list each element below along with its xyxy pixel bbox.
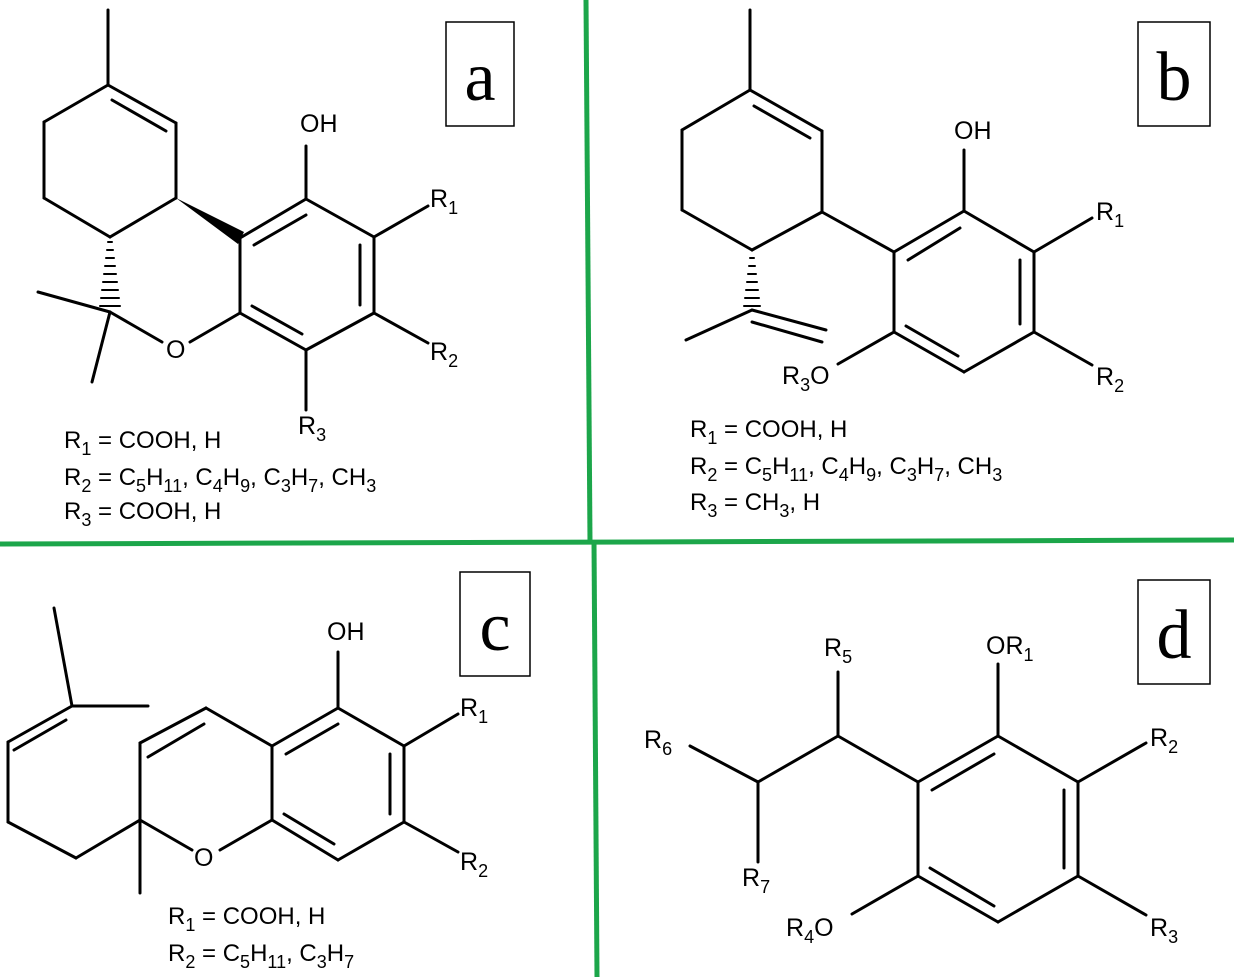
panel-a-structure	[36, 8, 430, 412]
panel-a-r1-label: R1	[430, 185, 458, 218]
panel-d-r3-label: R3	[1150, 914, 1178, 947]
panel-c-definition-r1: R1 = COOH, H	[168, 903, 325, 935]
panel-b-definition-r1: R1 = COOH, H	[690, 416, 847, 448]
divider-vertical-bottom	[591, 541, 600, 977]
panel-d-r6-label: R6	[644, 726, 672, 759]
panel-d: d OR1 R2 R3 R4O R5	[644, 579, 1211, 947]
panel-b-hashed-bond	[743, 257, 761, 307]
panel-b-definition-r3: R3 = CH3, H	[690, 489, 820, 521]
panel-c-letter-box	[459, 571, 531, 677]
panel-d-or1-label: OR1	[986, 632, 1034, 665]
panel-b: b	[680, 8, 1211, 521]
divider-vertical-top	[583, 0, 593, 543]
panel-d-structure	[688, 662, 1148, 924]
panel-c-ring-oxygen-label: O	[194, 844, 213, 872]
panel-b-hydroxyl-label: OH	[954, 117, 992, 145]
panel-c-definitions: R1 = COOH, H R2 = C5H11, C3H7	[168, 903, 354, 972]
panel-c-r1-label: R1	[460, 694, 488, 727]
panel-c-letter: c	[479, 589, 510, 666]
panel-b-structure	[680, 8, 1094, 374]
panel-c-r2-label: R2	[460, 848, 488, 881]
panel-b-r2-label: R2	[1096, 363, 1124, 396]
panel-d-letter: d	[1157, 597, 1192, 674]
panel-b-letter-box	[1137, 21, 1211, 127]
panel-c-definition-r2: R2 = C5H11, C3H7	[168, 940, 354, 972]
panel-d-r4o-label: R4O	[786, 914, 834, 947]
panel-a-definition-r3: R3 = COOH, H	[64, 498, 221, 530]
panel-a-r3-label: R3	[298, 412, 326, 445]
divider-horizontal	[0, 537, 1234, 547]
panel-a-definition-r2: R2 = C5H11, C4H9, C3H7, CH3	[64, 464, 376, 496]
panel-c-structure	[6, 606, 460, 895]
panel-d-r5-label: R5	[824, 634, 852, 667]
panel-d-r2-label: R2	[1150, 724, 1178, 757]
panel-a-wedge-bond	[176, 198, 244, 244]
panel-b-definition-r2: R2 = C5H11, C4H9, C3H7, CH3	[690, 453, 1002, 485]
panel-d-letter-box	[1137, 579, 1211, 685]
panel-a-letter: a	[464, 39, 495, 116]
panel-b-r1-label: R1	[1096, 198, 1124, 231]
panel-a-letter-box	[445, 21, 515, 127]
panel-b-definitions: R1 = COOH, H R2 = C5H11, C4H9, C3H7, CH3…	[690, 416, 1002, 521]
panel-a-r2-label: R2	[430, 338, 458, 371]
panel-a-ring-oxygen-label: O	[166, 336, 185, 364]
panel-d-r7-label: R7	[742, 864, 770, 897]
panel-a-definitions: R1 = COOH, H R2 = C5H11, C4H9, C3H7, CH3…	[64, 427, 376, 530]
panel-c-hydroxyl-label: OH	[327, 618, 365, 646]
panel-b-letter: b	[1157, 39, 1192, 116]
panel-b-r3o-label: R3O	[782, 362, 830, 395]
panel-a-hashed-bond	[99, 241, 121, 307]
panel-a-hydroxyl-label: OH	[300, 110, 338, 138]
panel-a: a	[36, 8, 515, 530]
panel-c: c	[6, 571, 531, 972]
panel-a-definition-r1: R1 = COOH, H	[64, 427, 221, 459]
